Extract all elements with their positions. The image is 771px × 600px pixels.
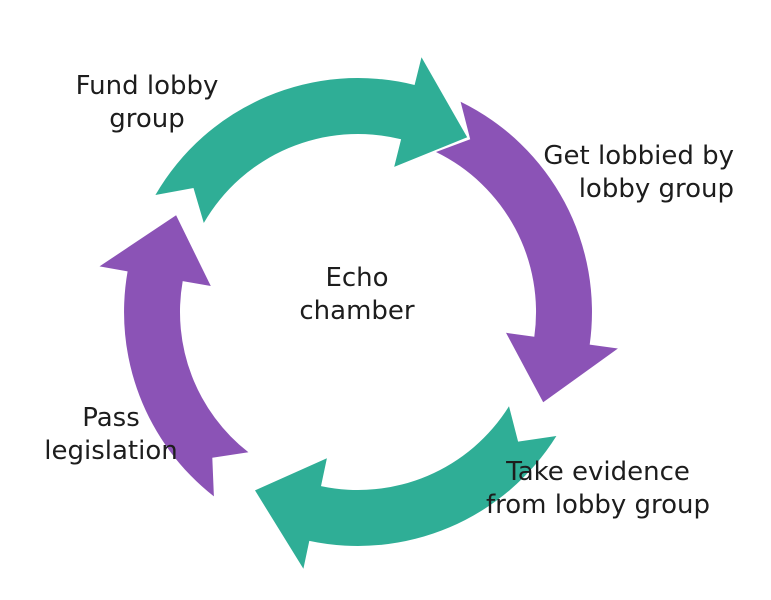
center-label-line2: chamber <box>299 296 415 326</box>
arrow-fund-lobby-group <box>155 57 468 223</box>
arrow-take-evidence <box>255 406 557 569</box>
arrow-pass-legislation <box>99 215 249 497</box>
center-label-line1: Echo <box>325 263 389 293</box>
step-fund-line1: Fund lobby <box>75 71 219 101</box>
step-label-take-evidence: Take evidence from lobby group <box>466 456 730 522</box>
step-evidence-line1: Take evidence <box>506 457 690 487</box>
step-lobbied-line2: lobby group <box>578 174 734 204</box>
step-fund-line2: group <box>109 104 185 134</box>
step-label-pass-legislation: Pass legislation <box>28 402 194 468</box>
step-lobbied-line1: Get lobbied by <box>543 141 734 171</box>
step-pass-line1: Pass <box>82 403 140 433</box>
step-label-fund-lobby-group: Fund lobby group <box>52 70 242 136</box>
arrow-get-lobbied <box>436 101 618 403</box>
step-evidence-line2: from lobby group <box>485 490 711 520</box>
step-pass-line2: legislation <box>44 436 178 466</box>
center-label: Echo chamber <box>282 262 432 328</box>
step-label-get-lobbied: Get lobbied by lobby group <box>500 140 734 206</box>
